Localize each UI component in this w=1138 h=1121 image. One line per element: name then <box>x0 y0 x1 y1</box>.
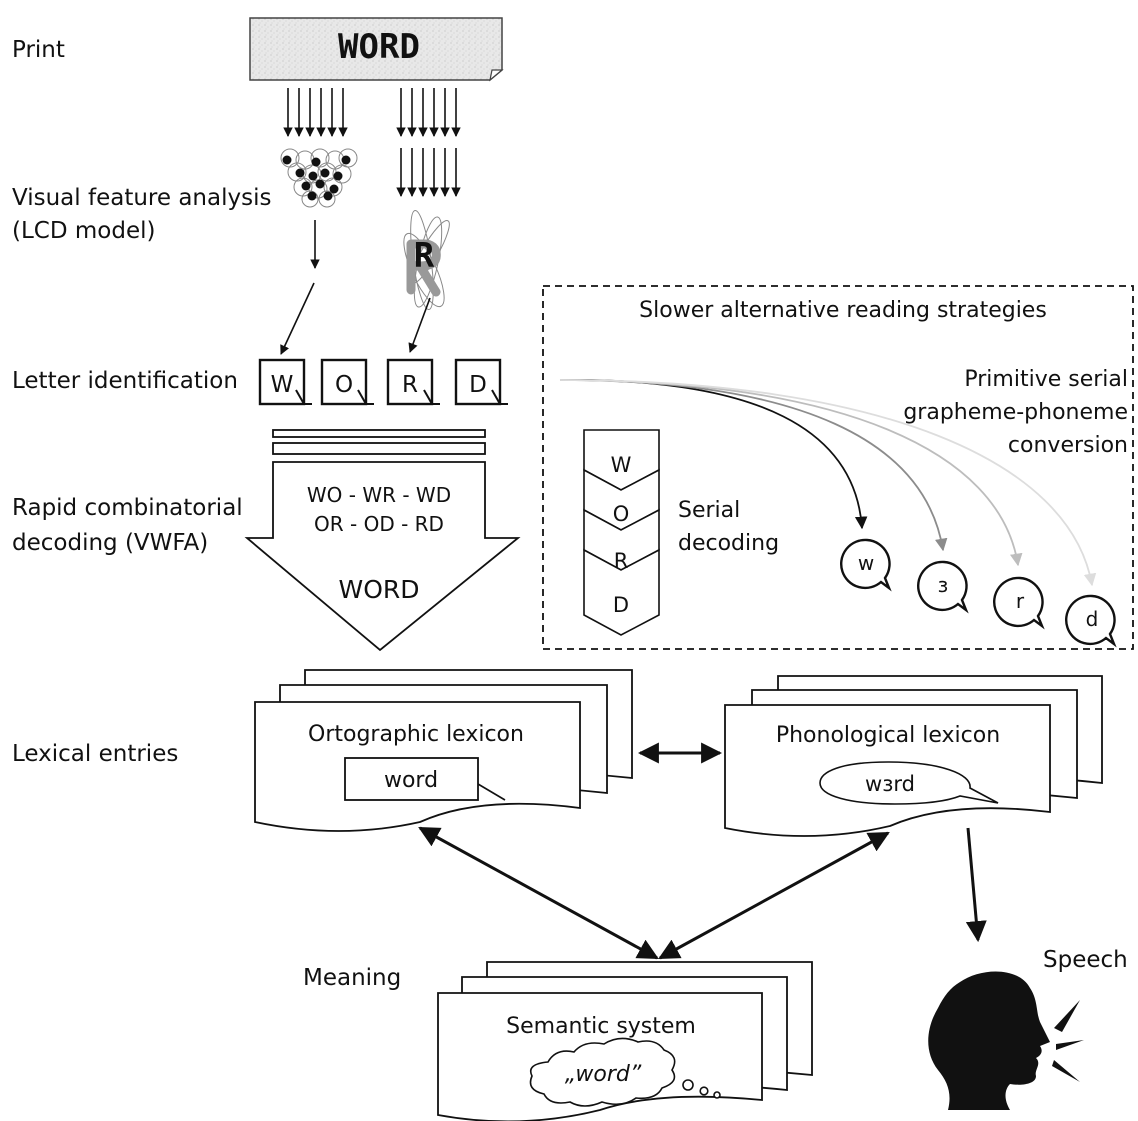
label-meaning: Meaning <box>303 965 401 991</box>
arrow-phono-semantic <box>658 831 890 960</box>
print-word: WORD <box>338 27 420 67</box>
arrow-phono-speech <box>965 827 987 943</box>
letter-d: D <box>469 372 487 398</box>
print-arrows-right-lower <box>396 148 461 197</box>
phoneme-bubble-3: ɜ <box>917 560 969 614</box>
arrow-ortho-semantic <box>418 826 659 960</box>
bigram-line-2: OR - OD - RD <box>314 512 444 536</box>
print-arrows-right-upper <box>396 88 461 137</box>
serial-letter-w: W <box>611 453 632 477</box>
phoneme-bubble-w: w <box>840 538 892 592</box>
phoneme-r: r <box>1016 589 1025 613</box>
decoded-word: WORD <box>338 575 419 604</box>
primitive-line-3: conversion <box>1008 433 1128 458</box>
primitive-line-2: grapheme-phoneme <box>903 400 1128 425</box>
orthographic-title: Ortographic lexicon <box>308 722 524 747</box>
label-visual-feature-analysis: Visual feature analysis <box>12 185 271 211</box>
feature-detector-cluster <box>280 148 358 208</box>
gp-arrow-d <box>559 379 1097 587</box>
phoneme-w: w <box>858 551 874 575</box>
semantic-title: Semantic system <box>506 1014 696 1039</box>
serial-line-1: Serial <box>678 498 740 523</box>
orthographic-lexicon: Ortographic lexicon word <box>254 669 633 832</box>
label-letter-identification: Letter identification <box>12 368 238 394</box>
semantic-system: Semantic system „word” <box>437 961 813 1121</box>
alternative-strategies-panel: Slower alternative reading strategies Pr… <box>542 285 1134 650</box>
feature-letter-r-text: R <box>414 236 435 276</box>
phoneme-3: ɜ <box>938 573 949 597</box>
arrow-r-to-letter-r <box>408 297 431 353</box>
label-speech: Speech <box>1043 947 1128 973</box>
phoneme-bubble-r: r <box>993 576 1045 630</box>
arrow-cluster-to-w <box>280 282 315 355</box>
letter-o: O <box>335 372 353 398</box>
feature-letter-r: R <box>403 209 450 311</box>
serial-letter-r: R <box>614 549 629 573</box>
phonological-lexicon: Phonological lexicon wɜrd <box>724 675 1103 837</box>
print-arrows-left <box>283 88 348 137</box>
label-print: Print <box>12 37 65 63</box>
phonological-title: Phonological lexicon <box>776 723 1000 748</box>
primitive-line-1: Primitive serial <box>964 367 1128 392</box>
vwfa-decoding-arrow: WO - WR - WD OR - OD - RD WORD <box>244 429 521 652</box>
serial-line-2: decoding <box>678 531 779 556</box>
letter-r: R <box>402 372 418 398</box>
phoneme-d: d <box>1086 607 1099 631</box>
serial-letter-o: O <box>613 502 630 526</box>
letter-box-d: D <box>454 358 508 406</box>
label-rapid-combinatorial: Rapid combinatorial <box>12 495 243 521</box>
phonological-entry: wɜrd <box>865 772 915 796</box>
serial-letter-d: D <box>613 593 629 617</box>
phoneme-bubble-d: d <box>1065 594 1117 648</box>
label-lexical-entries: Lexical entries <box>12 741 178 767</box>
bigram-line-1: WO - WR - WD <box>307 483 451 507</box>
letter-box-o: O <box>320 358 374 406</box>
letter-box-r: R <box>386 358 440 406</box>
speaking-head-icon <box>928 971 1084 1110</box>
label-lcd-model: (LCD model) <box>12 218 155 244</box>
label-decoding-vwfa: decoding (VWFA) <box>12 530 208 556</box>
orthographic-entry: word <box>384 768 438 793</box>
alternative-title: Slower alternative reading strategies <box>639 298 1047 323</box>
print-card: WORD <box>249 17 504 82</box>
serial-decoding-stack <box>583 429 660 636</box>
letter-w: W <box>271 372 294 398</box>
letter-box-w: W <box>258 358 312 406</box>
semantic-entry: „word” <box>565 1062 642 1087</box>
